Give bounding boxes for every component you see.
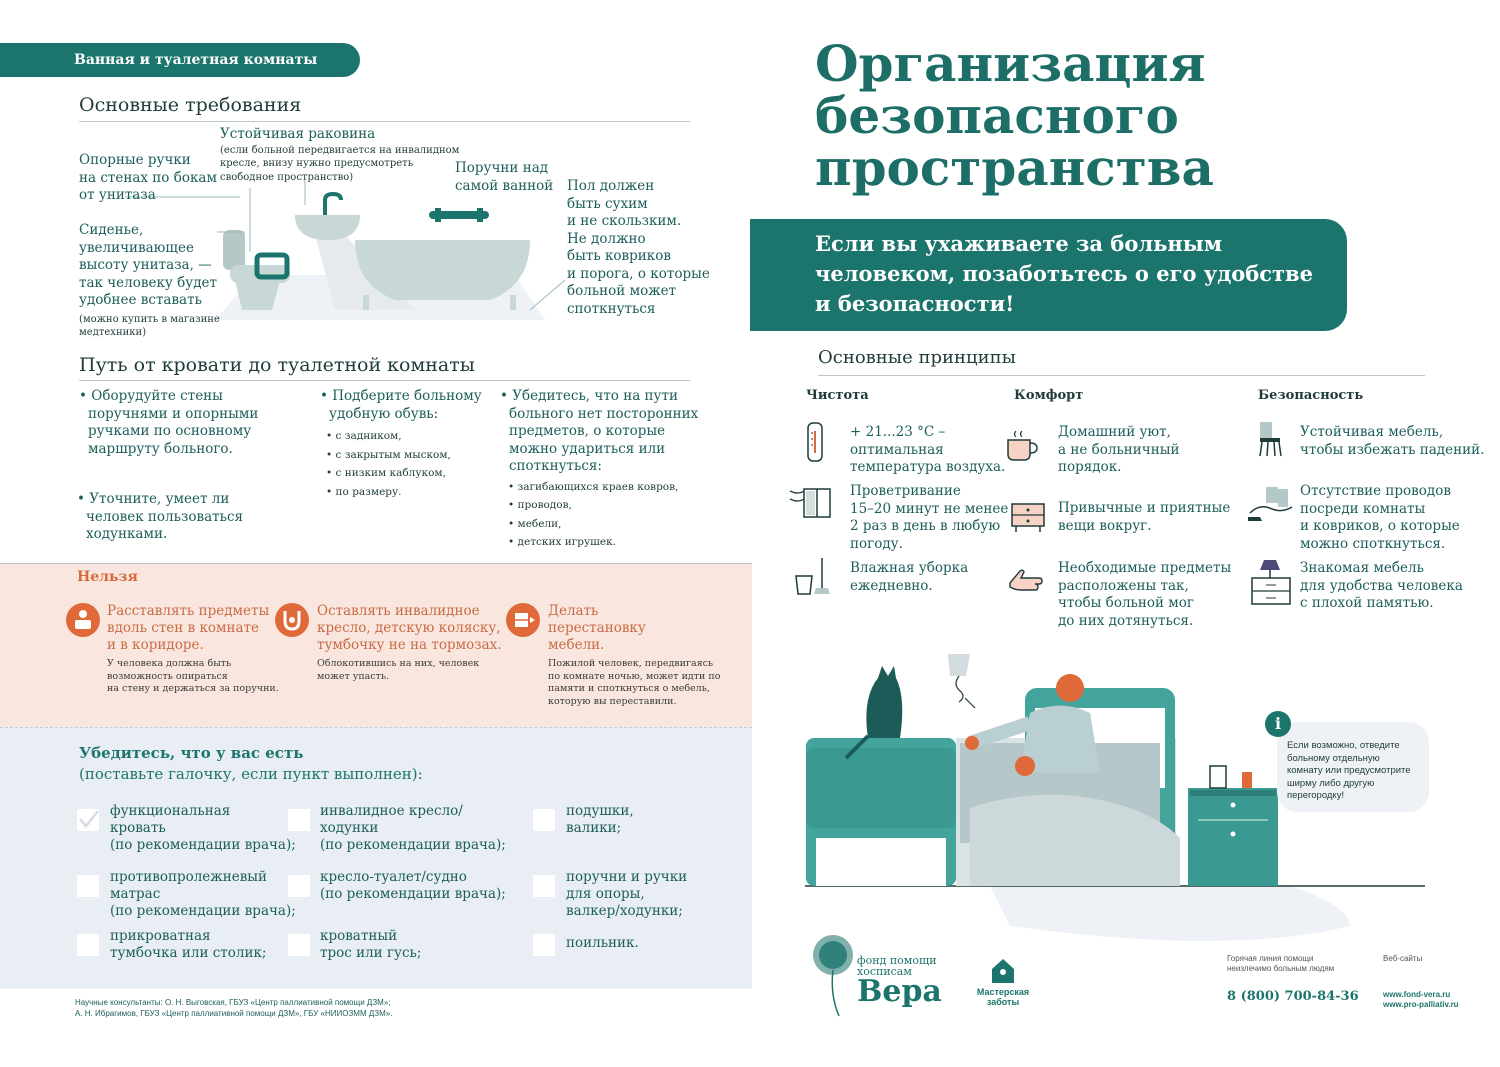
checkbox-handrails[interactable] [533,875,555,897]
checklist-item-sippy-cup: поильник. [566,935,639,951]
websites-label: Веб-сайты [1383,954,1423,963]
tip-bubble [1277,722,1429,812]
principle-stable-furniture: Устойчивая мебель,чтобы избежать падений… [1300,424,1485,458]
checklist-item-wheelchair: инвалидное кресло/ходунки(по рекомендаци… [320,803,506,853]
wheelchair-icon [275,603,309,637]
house-logo-icon [992,959,1014,983]
website-link[interactable]: www.fond-vera.ru [1383,990,1451,999]
principles-title: Основные принципы [818,347,1016,368]
forbidden-title: Нельзя [77,569,138,585]
hotline-phone[interactable]: 8 (800) 700-84-36 [1227,989,1359,1004]
checklist-title: Убедитесь, что у вас есть [79,744,304,762]
website-link[interactable]: www.pro-palliativ.ru [1383,1000,1459,1009]
checkbox-bed-rope[interactable] [288,934,310,956]
path-title: Путь от кровати до туалетной комнаты [79,354,475,376]
column-head-safety: Безопасность [1258,388,1364,403]
checklist-subtitle: (поставьте галочку, если пункт выполнен)… [79,765,423,783]
no-walking-icon [66,603,100,637]
websites: www.fond-vera.ru www.pro-palliativ.ru [1383,990,1459,1010]
bathroom-illustration [215,188,545,320]
furniture-move-icon [506,603,540,637]
checkbox-nightstand[interactable] [77,934,99,956]
consultants-footer: Научные консультанты: О. Н. Выговская, Г… [75,998,393,1018]
banner [750,219,1347,331]
checkbox-mattress[interactable] [77,875,99,897]
bedroom-illustration [805,654,1425,941]
window-icon [789,488,831,518]
checkbox-bed[interactable] [77,809,99,831]
lamp-nightstand-icon [1251,560,1291,605]
mop-bucket-icon [795,558,830,595]
divider [79,380,690,381]
dresser-icon [1011,503,1045,532]
checklist-item-pillows: подушки,валики; [566,803,634,836]
checklist-section [0,727,752,989]
chair-icon [1259,422,1282,457]
wire-rug-icon [1248,487,1293,521]
checkbox-commode[interactable] [288,875,310,897]
forbidden-section [0,563,752,728]
callout-sink: Устойчивая раковина (если больной передв… [220,126,460,183]
cup-icon [1007,430,1038,461]
divider [818,375,1425,376]
dandelion-logo-icon [813,935,853,1017]
divider [79,121,690,122]
column-head-cleanliness: Чистота [806,388,869,403]
checklist-item-commode: кресло-туалет/судно(по рекомендации врач… [320,869,506,902]
section-tab: Ванная и туалетная комнаты [0,43,360,77]
checkbox-pillows[interactable] [533,809,555,831]
column-head-comfort: Комфорт [1014,388,1084,403]
thermometer-icon [807,422,823,462]
callout-lines [125,180,566,311]
fund-logo-vera: Вера [857,974,942,1009]
checkbox-wheelchair[interactable] [288,809,310,831]
checkbox-sippy-cup[interactable] [533,934,555,956]
requirements-title: Основные требования [79,94,302,116]
reaching-hand-icon [1009,569,1043,591]
info-icon: i [1265,711,1291,737]
